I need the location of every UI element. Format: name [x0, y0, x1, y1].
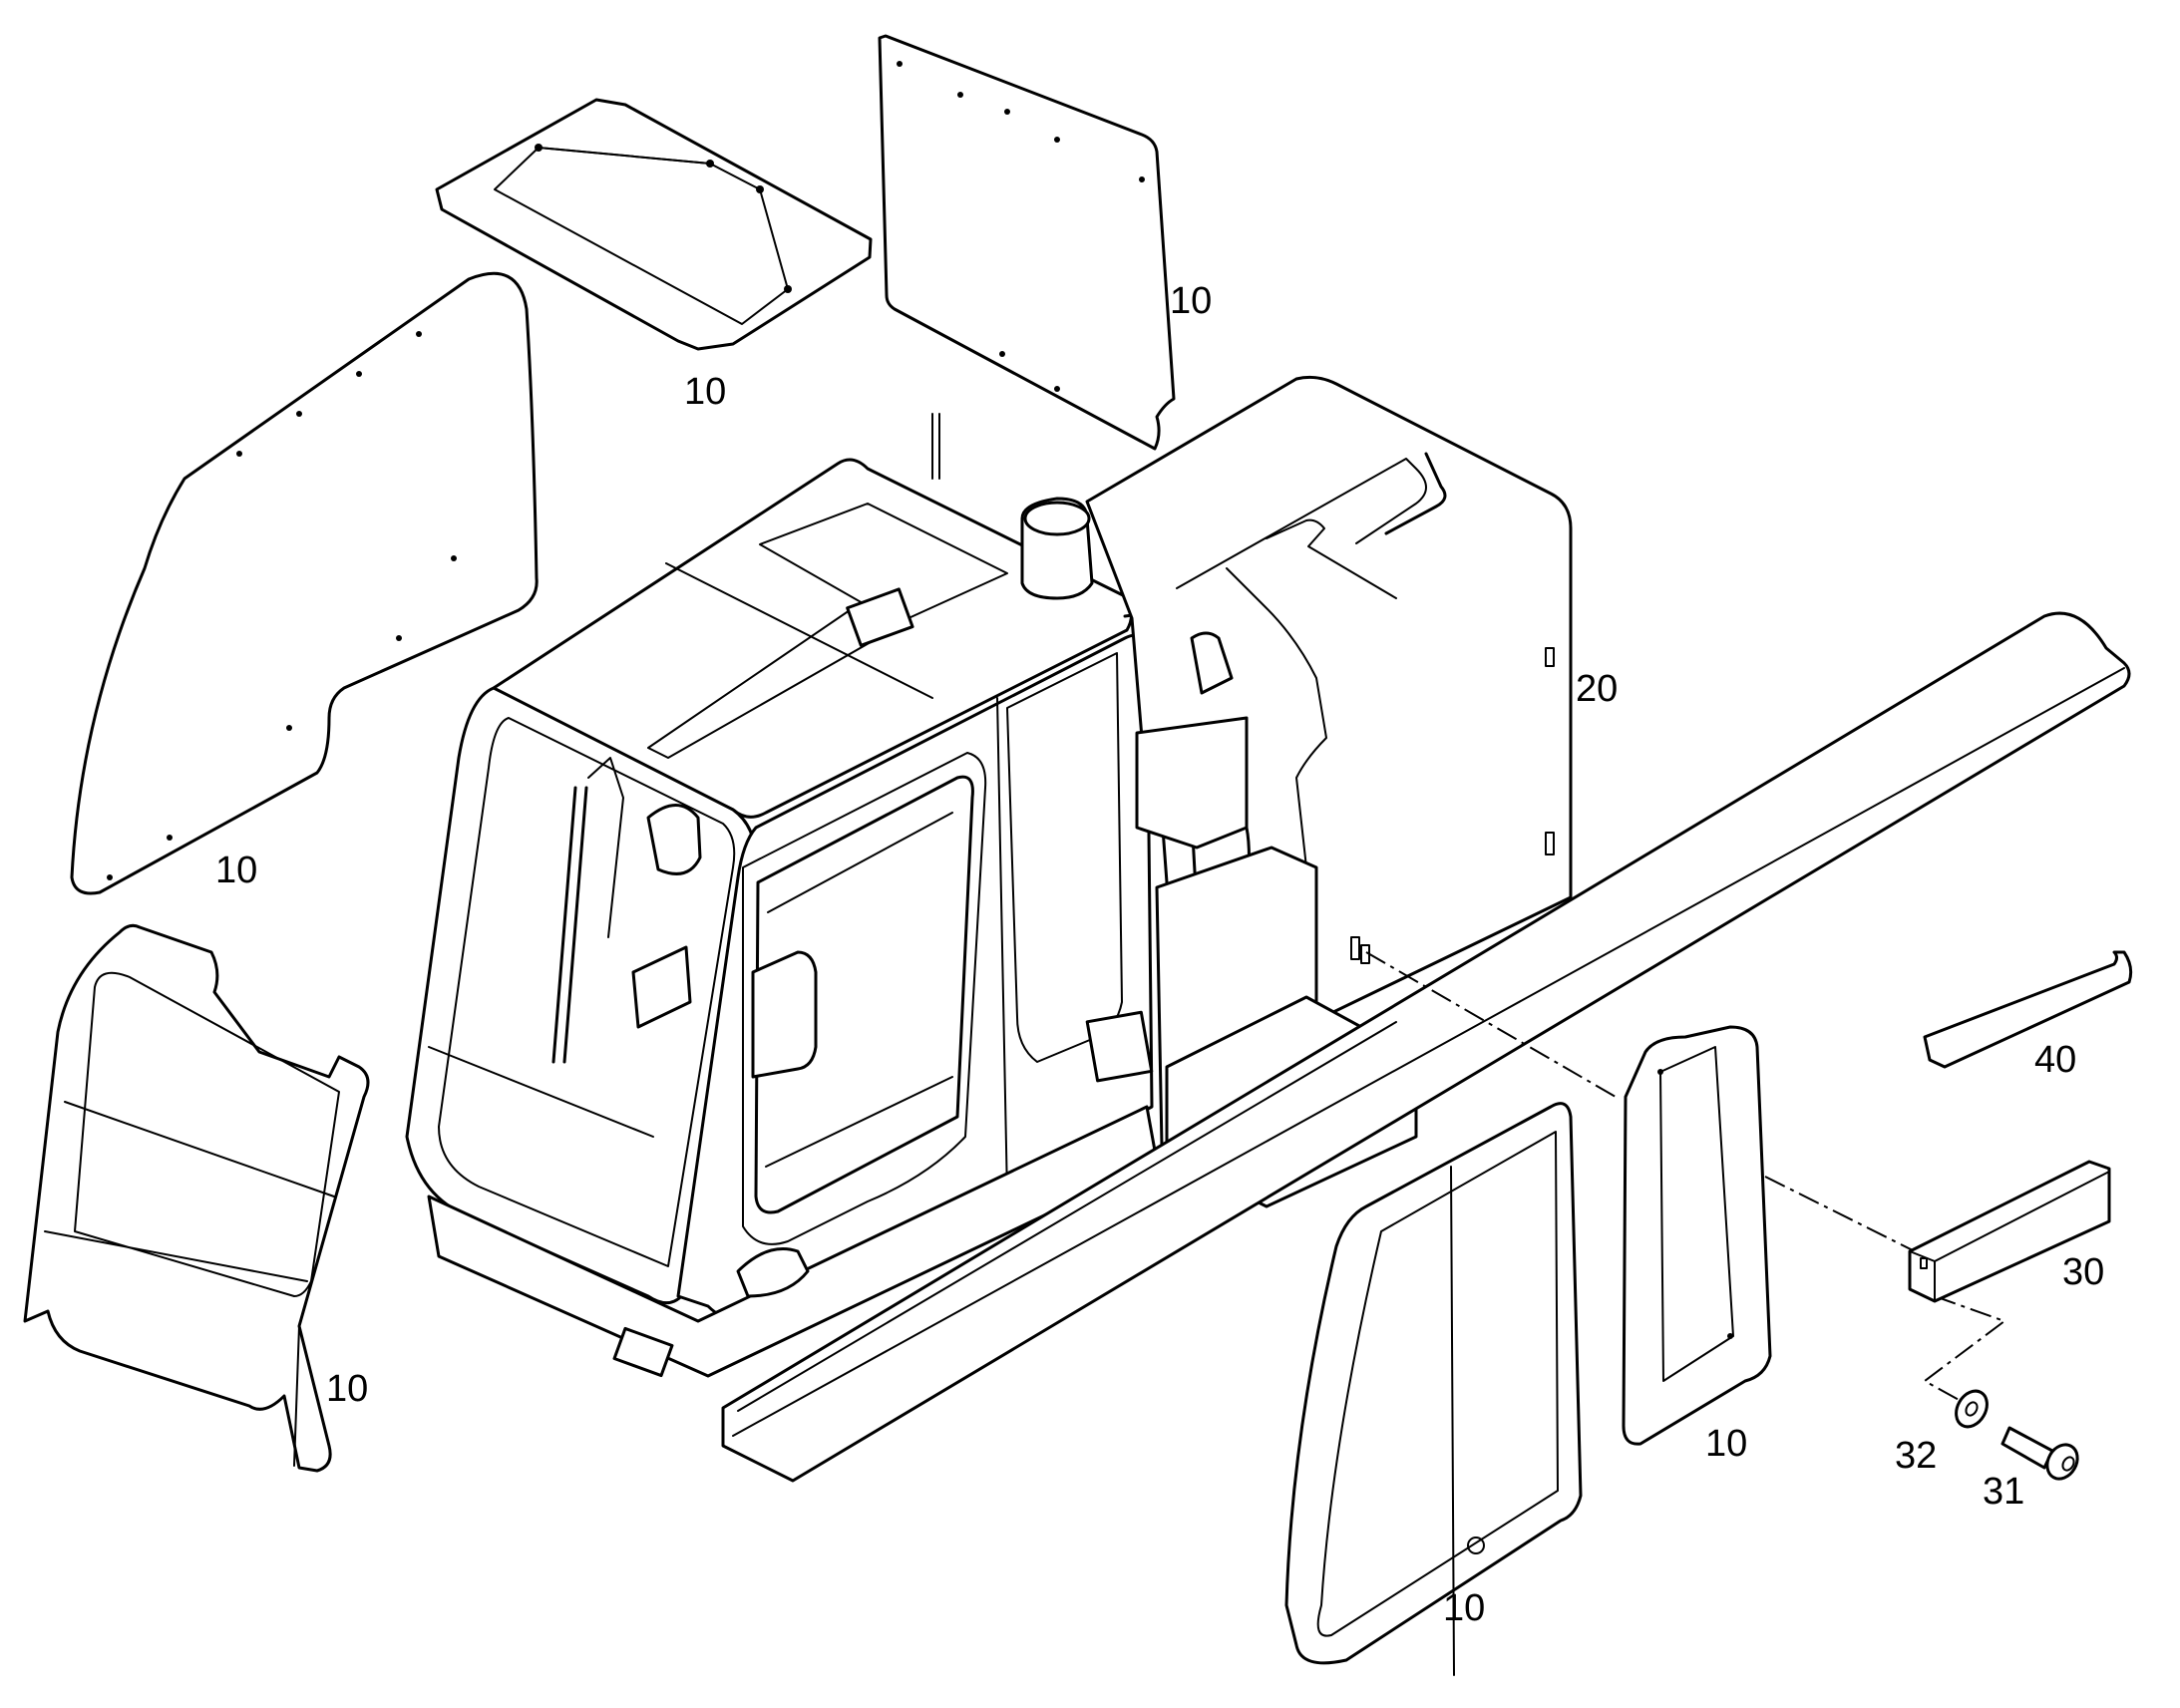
callout-washer: 32: [1895, 1435, 1937, 1477]
left-side-panel-part: [70, 271, 539, 895]
front-panel-part: [23, 923, 370, 1473]
bolt-part: [2000, 1426, 2079, 1481]
leader-lines: [1365, 951, 2007, 1407]
callout-guard-bar: 40: [2034, 1039, 2076, 1081]
roof-panel-part: [435, 98, 873, 351]
callout-labels: 10 10 10 10 10 10 20 40 30 32 31: [215, 280, 2104, 1629]
callout-left-side-panel: 10: [215, 850, 257, 891]
callout-right-rear-glass: 10: [1705, 1423, 1747, 1465]
right-rear-glass-part: [1622, 1025, 1772, 1446]
cab-body: [405, 458, 1204, 1378]
callout-rear-panel: 10: [1170, 280, 1212, 322]
rear-panel-part: [878, 34, 1176, 451]
callout-rear-body: 20: [1576, 668, 1618, 710]
side-rail: [721, 611, 2131, 1483]
callout-roof-panel: 10: [684, 371, 726, 413]
callout-bracket: 30: [2062, 1251, 2104, 1293]
callout-door-glass: 10: [1443, 1587, 1485, 1629]
bracket-part: [1908, 1160, 2111, 1303]
washer-part: [1955, 1389, 1989, 1429]
guard-bar-part: [1923, 950, 2133, 1069]
door-glass-part: [1284, 1102, 1583, 1676]
callout-front-panel: 10: [326, 1368, 368, 1410]
callout-bolt: 31: [1983, 1471, 2024, 1513]
